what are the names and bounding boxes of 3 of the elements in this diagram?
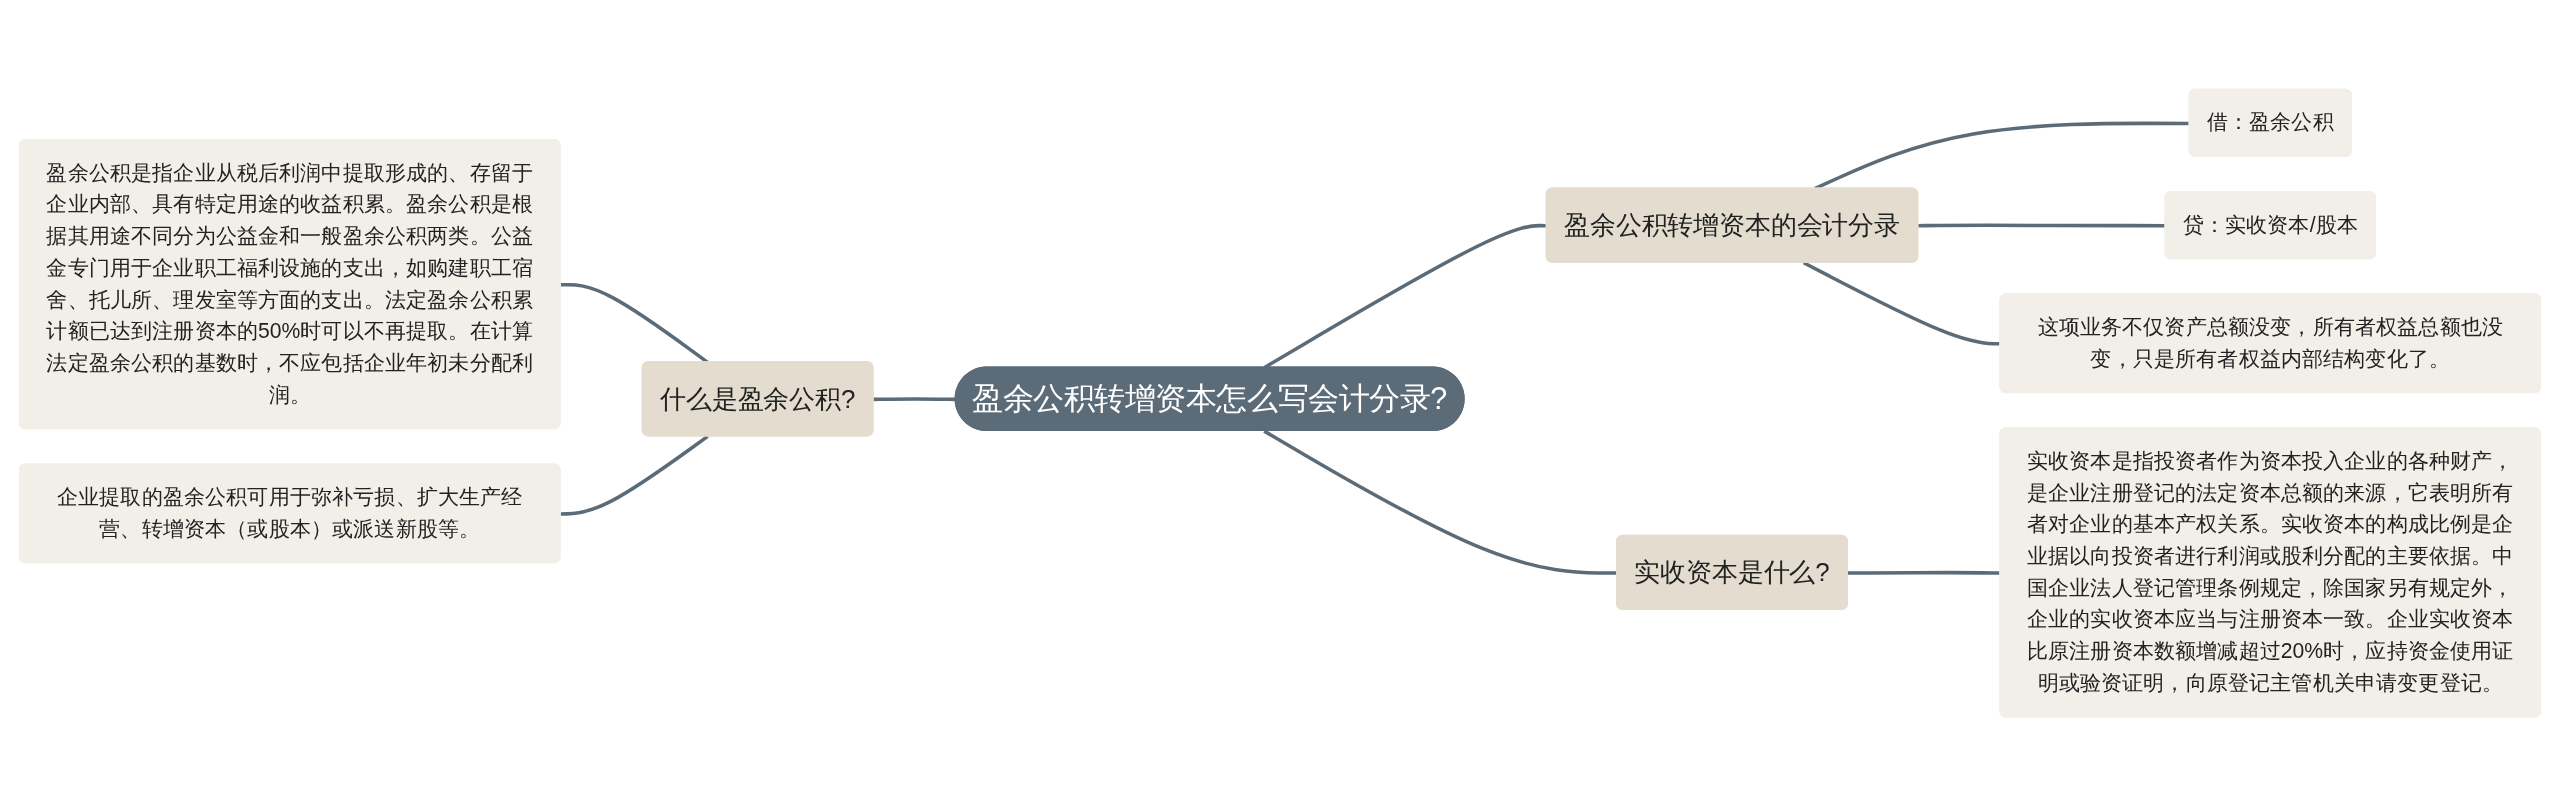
connector: [873, 397, 956, 402]
connector: [560, 435, 709, 517]
connector: [1918, 223, 2166, 228]
